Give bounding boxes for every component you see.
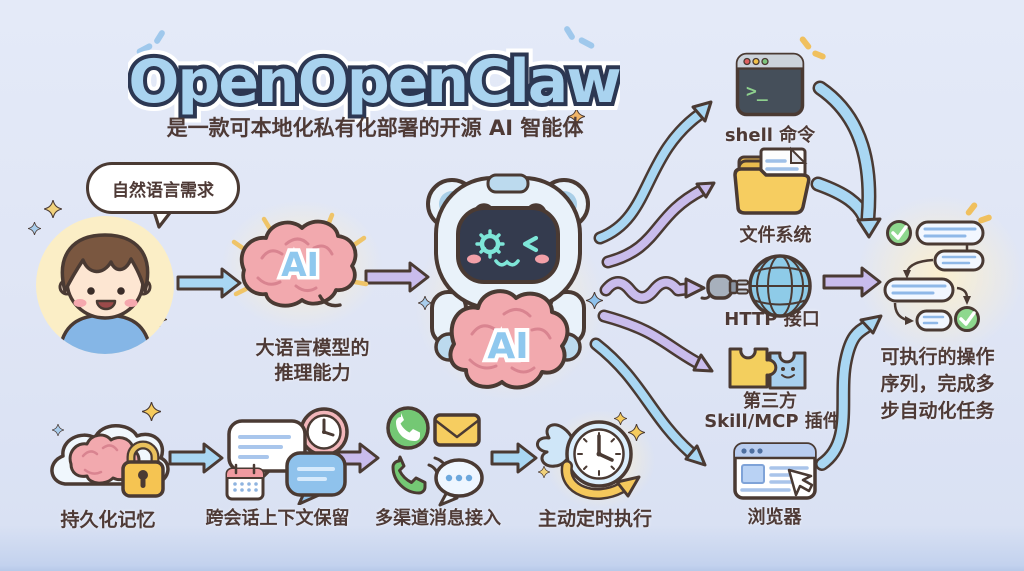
http-caption: HTTP 接口 <box>724 309 820 330</box>
robot-mouth <box>494 259 520 267</box>
arrow-user-to-brain <box>176 267 242 299</box>
gear-eye-icon <box>475 229 505 259</box>
llm-brain-icon: AI <box>231 212 369 308</box>
arrow-robot-to-browser <box>592 340 694 456</box>
page-subtitle: 是一款可本地化私有化部署的开源 AI 智能体 <box>166 116 584 140</box>
shell-caption: shell 命令 <box>724 125 816 146</box>
hair <box>60 233 150 293</box>
calendar-icon <box>225 463 265 501</box>
browser-icon <box>733 442 817 500</box>
channels-caption: 多渠道消息接入 <box>375 508 501 529</box>
arrow-browser-to-result <box>817 322 871 469</box>
terminal-icon: >_ <box>735 52 805 117</box>
http-icon <box>700 254 812 318</box>
robot-agent: AI <box>426 173 590 390</box>
star-icon <box>586 292 603 309</box>
lock-icon <box>121 440 165 498</box>
star-icon <box>52 424 64 436</box>
context-caption: 跨会话上下文保留 <box>205 508 350 529</box>
plugins-caption-line2: Skill/MCP 插件 <box>704 411 841 432</box>
speech-bubble-text: 自然语言需求 <box>112 180 214 201</box>
schedule-caption: 主动定时执行 <box>537 508 652 530</box>
channels-icon <box>386 406 484 507</box>
page-title-outline: OpenOpenClaw <box>128 47 620 117</box>
arrow-http-to-result <box>822 266 882 298</box>
star-icon <box>28 222 41 235</box>
llm-caption: 大语言模型的 推理能力 <box>255 337 370 385</box>
arrow-brain-to-robot <box>364 261 430 293</box>
title-wordmark: OpenOpenClaw OpenOpenClaw OpenOpenClaw <box>128 39 620 124</box>
arrow-robot-to-http <box>602 278 690 302</box>
puzzle-piece-yellow <box>728 347 778 389</box>
schedule-icon <box>536 420 641 500</box>
flow-step <box>915 309 953 332</box>
whatsapp-icon <box>386 406 430 450</box>
browser-caption: 浏览器 <box>747 507 802 528</box>
memory-cloud-icon <box>50 424 170 498</box>
refresh-arrow-icon <box>560 460 641 500</box>
arrow-shell-to-result <box>815 83 874 223</box>
cursor-icon <box>787 468 814 497</box>
star-icon <box>614 412 627 425</box>
plug-icon <box>700 274 749 300</box>
chat-bubble-blue <box>285 451 347 505</box>
plugins-caption-line1: 第三方 <box>743 391 797 412</box>
flow-step <box>933 249 985 272</box>
page-title: OpenOpenClaw <box>128 47 620 117</box>
memory-caption: 持久化记忆 <box>60 509 156 531</box>
filesystem-caption: 文件系统 <box>739 225 812 246</box>
robot-brain-label: AI <box>487 326 528 367</box>
robot-face-screen <box>456 206 560 284</box>
check-icon <box>954 306 980 332</box>
star-icon <box>568 108 585 125</box>
star-icon <box>628 424 645 441</box>
chat-dots-icon <box>434 458 484 507</box>
star-icon <box>142 402 161 421</box>
robot-brain <box>448 289 570 390</box>
flow-step <box>915 220 985 246</box>
page-title-halo: OpenOpenClaw <box>128 47 620 117</box>
wink-eye-icon <box>522 235 539 253</box>
action-sequence-flowchart <box>883 220 985 332</box>
puzzle-icon <box>728 347 807 390</box>
star-icon <box>44 200 62 218</box>
star-icon <box>538 466 550 478</box>
user-avatar <box>36 216 174 354</box>
flow-step <box>883 277 955 303</box>
context-icon <box>225 407 349 505</box>
puzzle-piece-blue <box>768 351 807 390</box>
clock-icon <box>299 407 349 457</box>
mail-icon <box>433 413 481 447</box>
star-icon <box>582 76 608 102</box>
arrow-channels-to-schedule <box>490 442 538 474</box>
check-icon <box>886 220 912 246</box>
arrow-memory-to-context <box>168 442 224 474</box>
folder-icon <box>733 146 811 215</box>
star-icon <box>138 82 160 104</box>
arrow-robot-to-shell <box>596 110 704 242</box>
speech-bubble: 自然语言需求 <box>86 162 240 214</box>
result-caption: 可执行的操作 序列，完成多 步自动化任务 <box>880 346 995 422</box>
llm-brain-label: AI <box>281 245 319 284</box>
star-icon <box>418 296 432 310</box>
shell-prompt: >_ <box>746 81 768 102</box>
arrow-robot-to-filesystem <box>604 186 706 266</box>
arrow-robot-to-plugins <box>600 312 700 366</box>
globe-icon <box>748 254 812 318</box>
